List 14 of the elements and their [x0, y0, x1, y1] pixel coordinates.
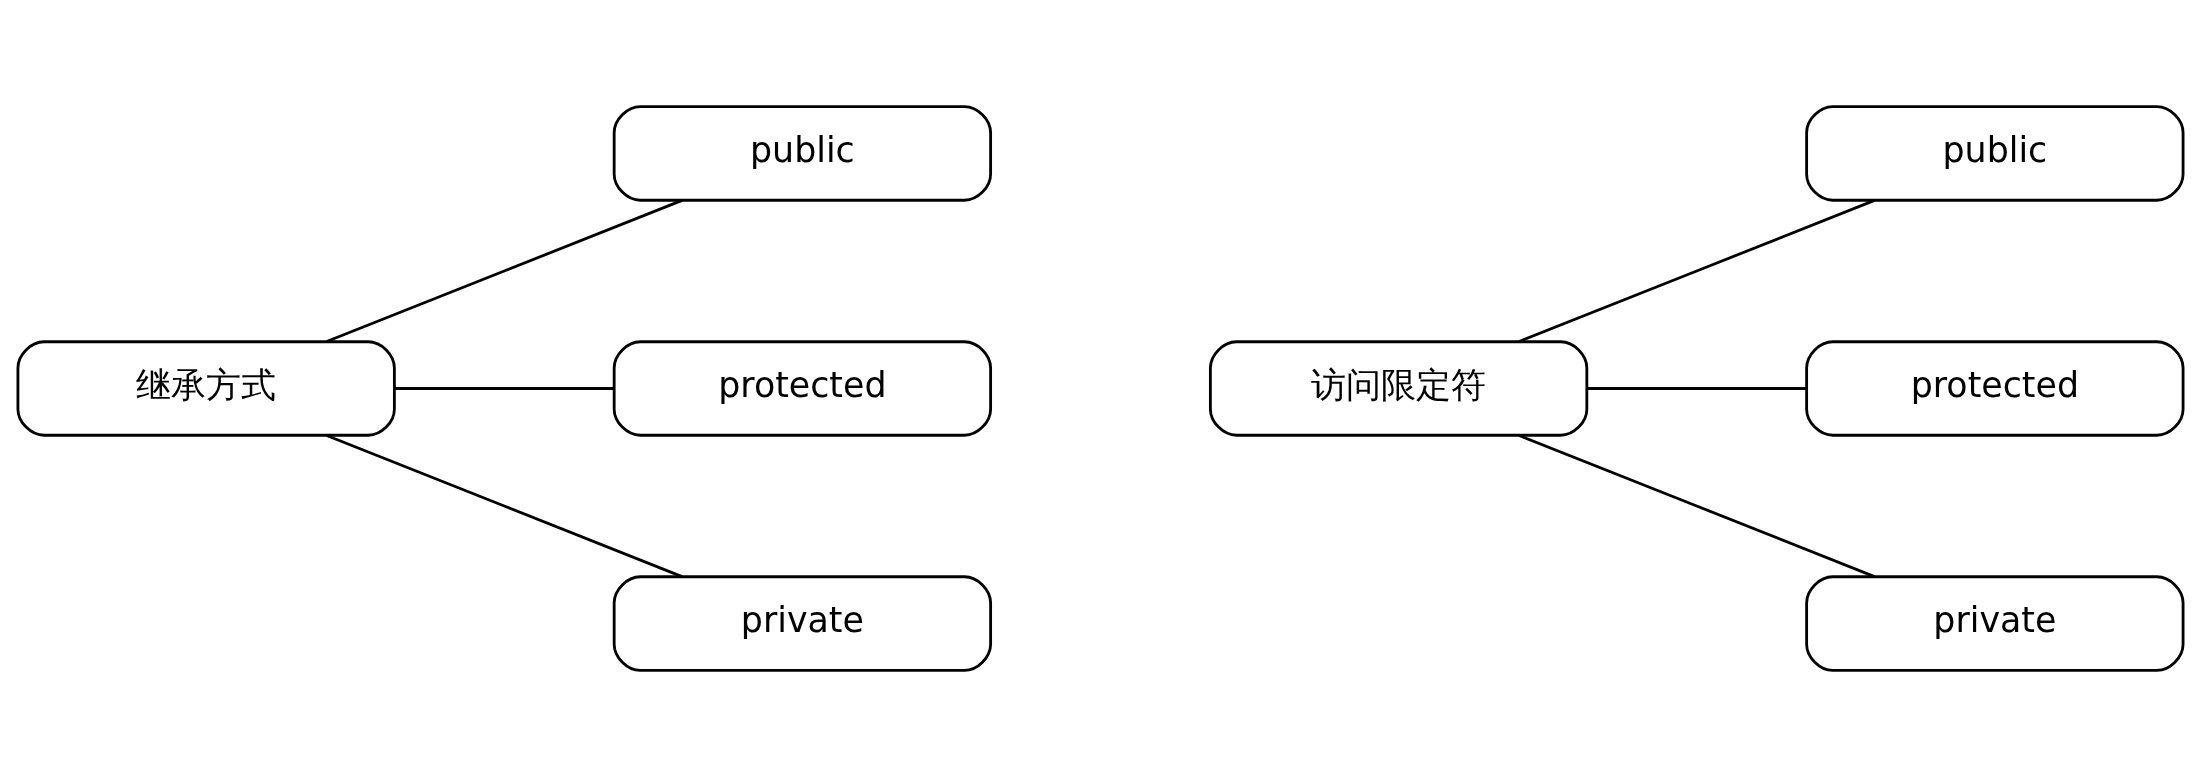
node-box: public	[1805, 104, 2185, 202]
connector	[394, 386, 614, 390]
node-box: 继承方式	[16, 339, 396, 437]
node-box: protected	[1805, 339, 2185, 437]
node-box: private	[1805, 574, 2185, 672]
node-box: private	[612, 574, 993, 672]
connector	[1587, 386, 1807, 390]
connector	[326, 198, 683, 343]
connector	[1518, 198, 1876, 343]
connector	[1518, 433, 1876, 578]
connector	[326, 433, 683, 578]
node-box: 访问限定符	[1208, 339, 1589, 437]
node-box: public	[612, 104, 993, 202]
node-box: protected	[612, 339, 993, 437]
